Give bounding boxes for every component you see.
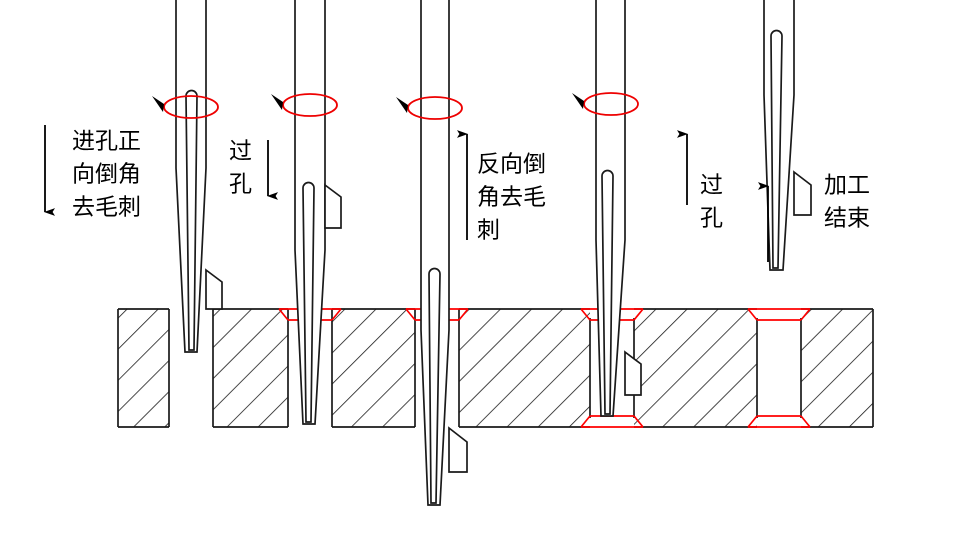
step-label-1: 进孔正 向倒角 去毛刺 bbox=[72, 129, 141, 221]
chamfer-hole5-top bbox=[747, 308, 811, 321]
rotation-arrow-icon-4 bbox=[583, 92, 639, 116]
step-1-line-3: 去毛刺 bbox=[72, 195, 141, 221]
step-4-line-1: 过 bbox=[700, 173, 723, 199]
tool-4 bbox=[572, 0, 642, 417]
rotation-arrow-icon-2 bbox=[282, 93, 338, 117]
rotation-arrowhead-1 bbox=[152, 96, 164, 112]
rotation-arrowhead-3 bbox=[396, 97, 408, 113]
step-labels: 进孔正 向倒角 去毛刺 过 孔 反向倒 角去毛 刺 过 孔 加工 结束 bbox=[72, 129, 870, 244]
step-2-line-1: 过 bbox=[229, 139, 252, 165]
chamfer-hole5-bottom bbox=[747, 415, 811, 428]
step-5-line-2: 结束 bbox=[824, 206, 870, 232]
step-label-5: 加工 结束 bbox=[824, 173, 870, 232]
step-label-2: 过 孔 bbox=[229, 139, 252, 198]
step-1-line-2: 向倒角 bbox=[72, 162, 141, 188]
step-4-line-2: 孔 bbox=[700, 206, 723, 232]
tool-1 bbox=[152, 0, 223, 353]
step-3-line-2: 角去毛 bbox=[477, 185, 546, 211]
rotation-arrowhead-2 bbox=[271, 94, 283, 110]
rotation-arrow-icon-1 bbox=[163, 95, 219, 119]
workpiece-block bbox=[117, 308, 874, 428]
step-label-4: 过 孔 bbox=[700, 173, 723, 232]
chamfer-hole4-bottom bbox=[580, 415, 644, 428]
tool-2 bbox=[271, 0, 342, 425]
feed-direction-arrows bbox=[44, 125, 769, 262]
rotation-arrow-icon-3 bbox=[407, 96, 463, 120]
step-3-line-1: 反向倒 bbox=[477, 152, 546, 178]
tool-3 bbox=[396, 0, 468, 506]
rotation-arrowhead-4 bbox=[572, 93, 584, 109]
step-label-3: 反向倒 角去毛 刺 bbox=[477, 152, 546, 244]
step-1-line-1: 进孔正 bbox=[72, 129, 141, 155]
step-5-line-1: 加工 bbox=[824, 173, 870, 199]
step-3-line-3: 刺 bbox=[477, 218, 500, 244]
block-outline bbox=[117, 308, 874, 428]
step-2-line-2: 孔 bbox=[229, 172, 252, 198]
tool-5 bbox=[763, 0, 812, 271]
